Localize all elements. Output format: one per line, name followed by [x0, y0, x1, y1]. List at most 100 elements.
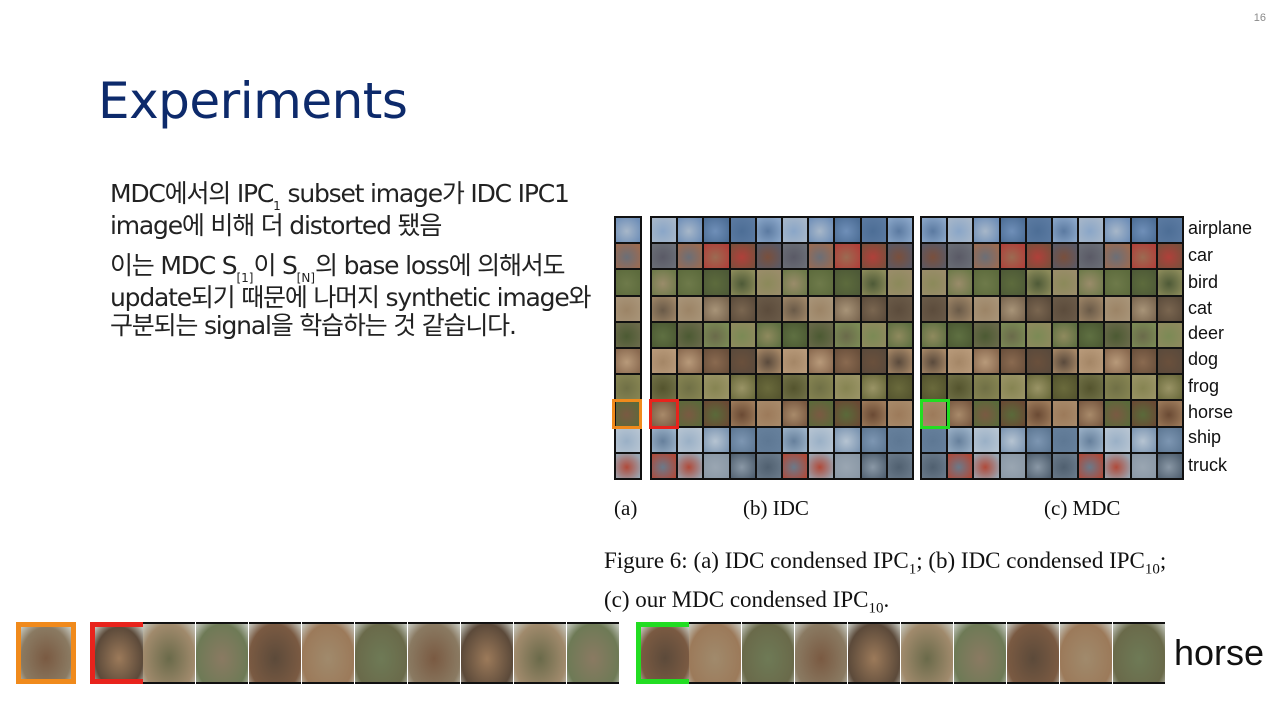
synthetic-image-tile — [1026, 401, 1051, 426]
synthetic-image-tile — [783, 296, 808, 321]
synthetic-image-tile — [704, 349, 729, 374]
synthetic-image-tile — [1105, 453, 1130, 478]
sublabel-c: (c) MDC — [1044, 496, 1121, 520]
highlight-box-red — [649, 399, 679, 429]
horse-image-tile — [1060, 622, 1112, 684]
synthetic-image-tile — [948, 401, 973, 426]
synthetic-image-tile — [1079, 375, 1104, 400]
body-text-run: 이 S — [253, 251, 297, 280]
synthetic-image-tile — [948, 453, 973, 478]
synthetic-image-tile — [1053, 427, 1078, 452]
synthetic-image-tile — [616, 244, 640, 269]
synthetic-image-tile — [861, 296, 886, 321]
synthetic-image-tile — [616, 453, 640, 478]
synthetic-image-tile — [783, 453, 808, 478]
synthetic-image-tile — [1079, 218, 1104, 243]
synthetic-image-tile — [809, 349, 834, 374]
synthetic-image-tile — [1000, 244, 1025, 269]
image-grid-b-cells — [652, 218, 912, 478]
synthetic-image-tile — [809, 244, 834, 269]
synthetic-image-tile — [948, 349, 973, 374]
synthetic-image-tile — [678, 427, 703, 452]
image-grid-b — [650, 216, 914, 480]
horse-image-tile — [461, 622, 513, 684]
synthetic-image-tile — [1079, 427, 1104, 452]
image-grid-a-cells — [616, 218, 640, 478]
synthetic-image-tile — [1131, 218, 1156, 243]
synthetic-image-tile — [616, 401, 640, 426]
synthetic-image-tile — [922, 244, 947, 269]
synthetic-image-tile — [1105, 218, 1130, 243]
synthetic-image-tile — [1000, 296, 1025, 321]
synthetic-image-tile — [1105, 244, 1130, 269]
synthetic-image-tile — [756, 349, 781, 374]
horse-image-tile — [636, 622, 694, 684]
synthetic-image-tile — [974, 375, 999, 400]
body-text-run: 이는 MDC S — [110, 251, 238, 280]
figure-caption: Figure 6: (a) IDC condensed IPC1; (b) ID… — [604, 546, 1280, 623]
synthetic-image-tile — [974, 453, 999, 478]
synthetic-image-tile — [678, 322, 703, 347]
synthetic-image-tile — [730, 349, 755, 374]
synthetic-image-tile — [1131, 453, 1156, 478]
class-label: dog — [1188, 349, 1219, 369]
synthetic-image-tile — [835, 322, 860, 347]
synthetic-image-tile — [730, 244, 755, 269]
synthetic-image-tile — [887, 322, 912, 347]
synthetic-image-tile — [730, 401, 755, 426]
class-label: horse — [1188, 402, 1234, 422]
synthetic-image-tile — [1131, 244, 1156, 269]
synthetic-image-tile — [1157, 218, 1182, 243]
synthetic-image-tile — [756, 375, 781, 400]
caption-subscript: 1 — [908, 561, 917, 578]
synthetic-image-tile — [652, 296, 677, 321]
horse-image-tile — [355, 622, 407, 684]
class-label: ship — [1188, 427, 1222, 447]
synthetic-image-tile — [1105, 270, 1130, 295]
synthetic-image-tile — [1026, 218, 1051, 243]
synthetic-image-tile — [652, 401, 677, 426]
synthetic-image-tile — [616, 218, 640, 243]
synthetic-image-tile — [922, 453, 947, 478]
synthetic-image-tile — [1131, 296, 1156, 321]
synthetic-image-tile — [678, 218, 703, 243]
synthetic-image-tile — [809, 427, 834, 452]
synthetic-image-tile — [948, 270, 973, 295]
subscript: 1 — [273, 199, 281, 213]
synthetic-image-tile — [756, 270, 781, 295]
synthetic-image-tile — [861, 322, 886, 347]
synthetic-image-tile — [783, 375, 808, 400]
synthetic-image-tile — [887, 453, 912, 478]
synthetic-image-tile — [887, 401, 912, 426]
synthetic-image-tile — [652, 427, 677, 452]
synthetic-image-tile — [678, 349, 703, 374]
synthetic-image-tile — [652, 244, 677, 269]
synthetic-image-tile — [1157, 322, 1182, 347]
synthetic-image-tile — [652, 270, 677, 295]
synthetic-image-tile — [1026, 375, 1051, 400]
synthetic-image-tile — [922, 401, 947, 426]
horse-image-tile — [1007, 622, 1059, 684]
synthetic-image-tile — [809, 322, 834, 347]
synthetic-image-tile — [730, 375, 755, 400]
synthetic-image-tile — [974, 401, 999, 426]
body-text-run: 의 base loss에 의해서도 update되기 때문에 나머지 synth… — [110, 251, 592, 340]
synthetic-image-tile — [616, 375, 640, 400]
body-text: MDC에서의 IPC1 subset image가 IDC IPC1 image… — [110, 180, 600, 352]
synthetic-image-tile — [678, 453, 703, 478]
synthetic-image-tile — [1131, 270, 1156, 295]
synthetic-image-tile — [730, 427, 755, 452]
synthetic-image-tile — [783, 244, 808, 269]
synthetic-image-tile — [1026, 244, 1051, 269]
synthetic-image-tile — [704, 453, 729, 478]
synthetic-image-tile — [616, 296, 640, 321]
body-text-run: subset image가 IDC IPC1 image에 비해 더 disto… — [110, 179, 570, 240]
horse-image-tile — [143, 622, 195, 684]
synthetic-image-tile — [1105, 322, 1130, 347]
synthetic-image-tile — [809, 296, 834, 321]
synthetic-image-tile — [756, 322, 781, 347]
synthetic-image-tile — [1053, 375, 1078, 400]
caption-text: ; (b) IDC condensed IPC — [916, 548, 1145, 573]
synthetic-image-tile — [948, 296, 973, 321]
synthetic-image-tile — [704, 296, 729, 321]
